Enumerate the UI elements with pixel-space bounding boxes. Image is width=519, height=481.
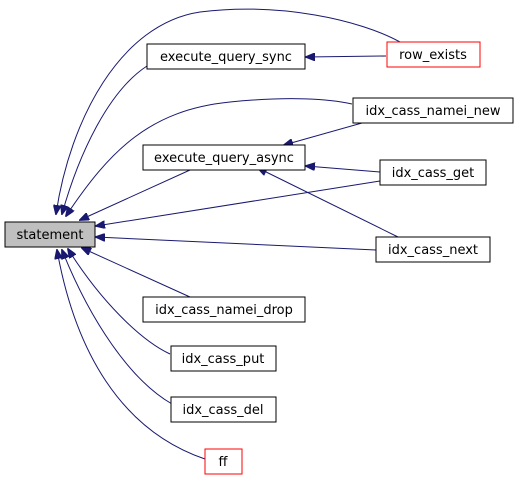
edge-idx-cass-next-to-execute-query-async	[258, 168, 399, 238]
node-idx-cass-namei-drop-label: idx_cass_namei_drop	[155, 303, 293, 318]
node-idx-cass-namei-new-label: idx_cass_namei_new	[365, 104, 500, 119]
node-idx-cass-namei-drop[interactable]: idx_cass_namei_drop	[142, 296, 306, 323]
node-idx-cass-next[interactable]: idx_cass_next	[375, 236, 491, 263]
node-execute-query-sync-label: execute_query_sync	[160, 50, 292, 65]
edge-row-exists-to-statement	[56, 8, 401, 214]
node-execute-query-sync[interactable]: execute_query_sync	[146, 43, 306, 70]
node-statement[interactable]: statement	[4, 221, 96, 248]
edge-idx-cass-namei-new-to-statement	[66, 98, 353, 216]
node-row-exists[interactable]: row_exists	[386, 41, 481, 68]
edge-execute-query-async-to-statement	[80, 169, 191, 220]
node-row-exists-label: row_exists	[399, 48, 467, 63]
edge-idx-cass-get-to-statement	[96, 180, 381, 226]
node-idx-cass-get-label: idx_cass_get	[392, 166, 475, 181]
node-ff-label: ff	[219, 455, 229, 470]
node-idx-cass-del[interactable]: idx_cass_del	[170, 396, 277, 423]
edge-idx-cass-next-to-statement	[96, 237, 377, 251]
edge-idx-cass-get-to-execute-query-async	[306, 166, 381, 173]
node-idx-cass-put-label: idx_cass_put	[182, 352, 265, 367]
edge-row-exists-to-execute-query-sync	[306, 56, 387, 57]
edge-execute-query-sync-to-statement	[62, 65, 148, 214]
node-execute-query-async-label: execute_query_async	[154, 151, 294, 166]
edge-idx-cass-namei-new-to-execute-query-async	[284, 122, 363, 145]
node-idx-cass-del-label: idx_cass_del	[182, 403, 263, 418]
edge-ff-to-statement	[57, 250, 206, 460]
node-statement-label: statement	[17, 228, 84, 243]
edge-idx-cass-namei-drop-to-statement	[82, 248, 191, 298]
edge-idx-cass-del-to-statement	[62, 250, 173, 405]
edge-idx-cass-put-to-statement	[68, 249, 171, 355]
edges	[56, 8, 401, 460]
node-idx-cass-namei-new[interactable]: idx_cass_namei_new	[352, 97, 514, 124]
node-execute-query-async[interactable]: execute_query_async	[142, 144, 306, 171]
node-idx-cass-put[interactable]: idx_cass_put	[170, 345, 277, 372]
node-idx-cass-next-label: idx_cass_next	[388, 243, 478, 258]
node-idx-cass-get[interactable]: idx_cass_get	[379, 159, 487, 186]
node-ff[interactable]: ff	[204, 448, 243, 475]
